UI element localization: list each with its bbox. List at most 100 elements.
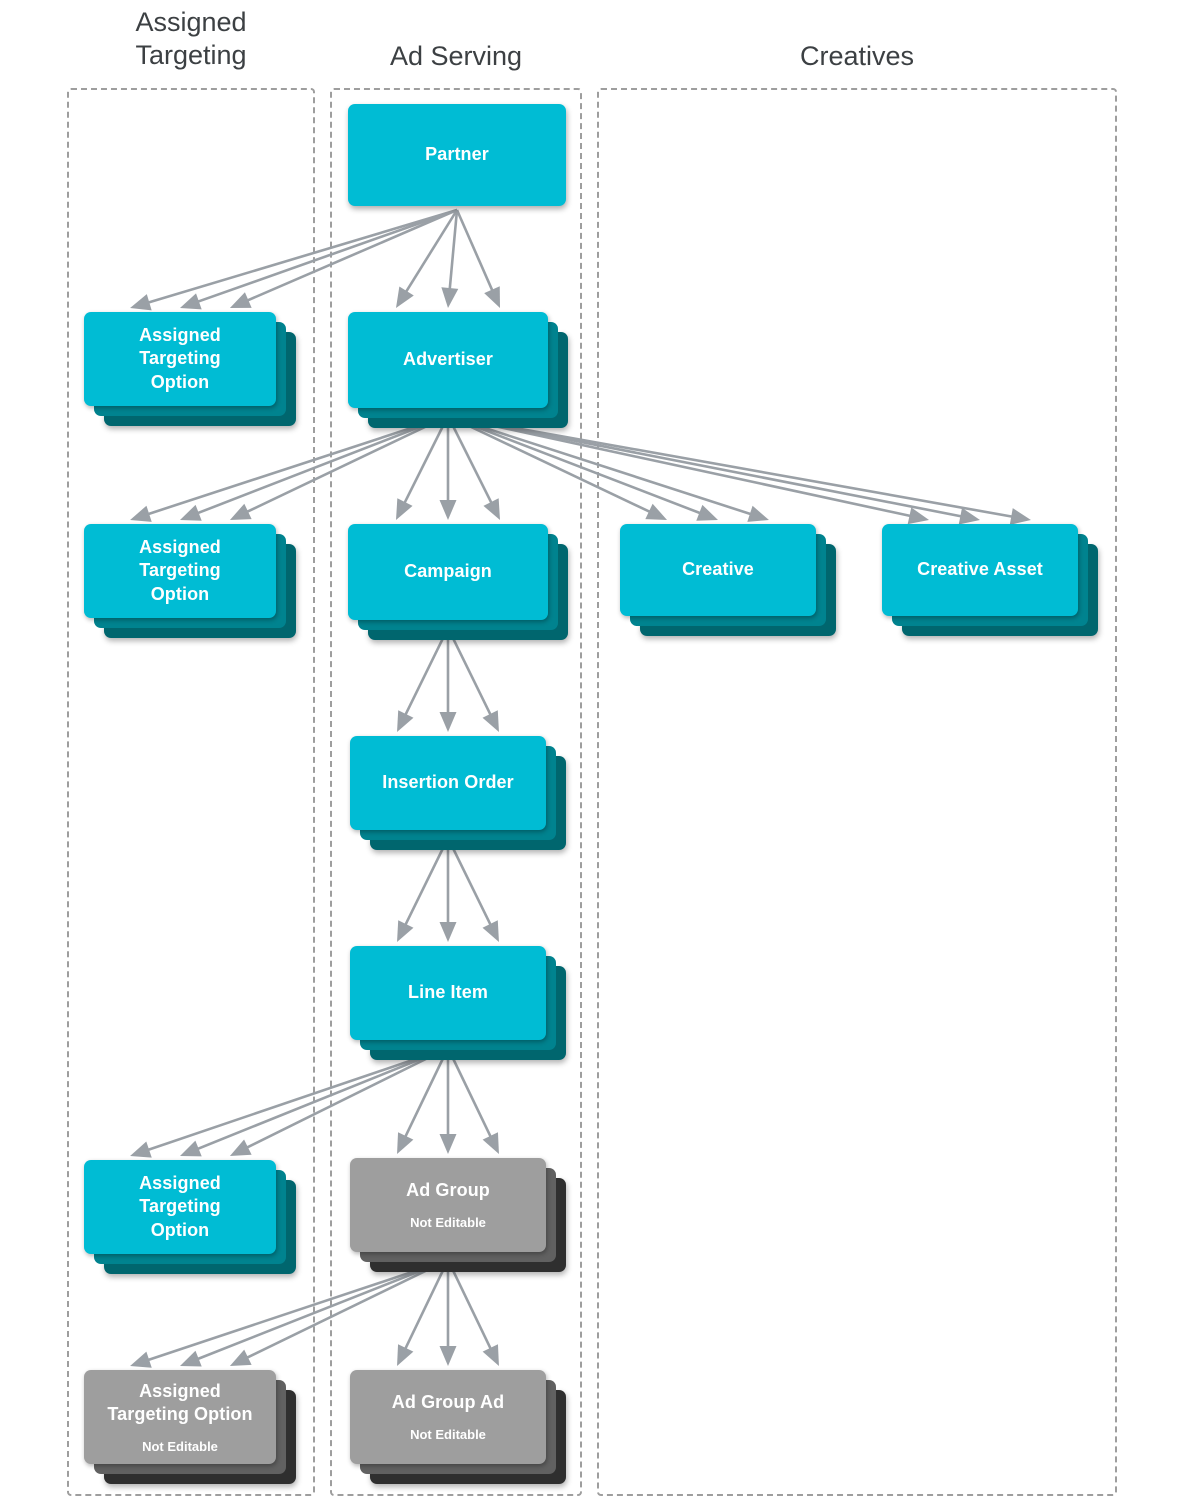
node-line-item[interactable]: Line Item bbox=[350, 946, 568, 1062]
node-label-line: Assigned bbox=[139, 325, 221, 346]
edge-line-item-to-ad-group-3-line bbox=[446, 1047, 493, 1140]
edge-line-item-to-ato-line-item-3-head bbox=[229, 1139, 252, 1156]
edge-ad-group-to-ad-group-ad-3-line bbox=[446, 1259, 493, 1352]
edge-advertiser-to-creative-1-head bbox=[645, 503, 668, 520]
edge-partner-to-ato-partner-3-line bbox=[245, 208, 458, 303]
node-partner[interactable]: Partner bbox=[348, 104, 588, 228]
node-label: Creative bbox=[682, 559, 754, 580]
node-card-front[interactable]: Partner bbox=[348, 104, 566, 206]
edge-insertion-order-to-line-item-2-head bbox=[439, 922, 457, 942]
edge-advertiser-to-creative-3-head bbox=[747, 505, 769, 522]
node-label-line: Targeting bbox=[139, 1196, 221, 1217]
edge-ad-group-to-ad-group-ad-2-head bbox=[439, 1346, 457, 1366]
node-not-editable-badge: Not Editable bbox=[142, 1438, 218, 1454]
edge-campaign-to-insertion-order-3-line bbox=[446, 627, 493, 718]
edge-insertion-order-to-line-item-1-head bbox=[397, 920, 414, 942]
edge-ad-group-to-ad-group-ad-3-head bbox=[482, 1344, 499, 1366]
node-card-front[interactable]: Advertiser bbox=[348, 312, 548, 408]
node-campaign[interactable]: Campaign bbox=[348, 524, 570, 642]
edge-advertiser-to-campaign-1-head bbox=[396, 498, 413, 520]
edge-advertiser-to-ato-advertiser-3-line bbox=[244, 414, 449, 514]
node-card-front[interactable]: Creative Asset bbox=[882, 524, 1078, 616]
column-title-assigned-targeting: Assigned Targeting bbox=[67, 6, 315, 72]
edge-advertiser-to-campaign-3-line bbox=[446, 415, 494, 506]
edge-ad-group-to-ato-ad-group-3-line bbox=[244, 1258, 449, 1360]
edge-insertion-order-to-line-item-3-head bbox=[482, 920, 499, 942]
edge-advertiser-to-creative-1-line bbox=[447, 414, 653, 514]
node-card-front[interactable]: Line Item bbox=[350, 946, 546, 1040]
node-creative-asset[interactable]: Creative Asset bbox=[882, 524, 1100, 638]
node-label-line: Targeting bbox=[139, 348, 221, 369]
edge-partner-to-advertiser-2-head bbox=[441, 287, 459, 308]
node-label: Creative Asset bbox=[917, 559, 1043, 580]
edge-partner-to-ato-partner-2-head bbox=[180, 293, 202, 310]
node-label-line: Option bbox=[150, 583, 210, 604]
edge-partner-to-advertiser-3-head bbox=[484, 286, 500, 308]
edge-line-item-to-ato-line-item-1-line bbox=[145, 1046, 449, 1152]
edge-advertiser-to-campaign-2-head bbox=[439, 500, 457, 520]
node-card-front[interactable]: Campaign bbox=[348, 524, 548, 620]
node-card-front[interactable]: Insertion Order bbox=[350, 736, 546, 830]
edge-campaign-to-insertion-order-1-line bbox=[403, 627, 450, 718]
node-label-line: Option bbox=[150, 371, 210, 392]
edge-advertiser-to-creative-asset-3-line bbox=[447, 414, 1015, 519]
node-label-line: Assigned bbox=[139, 1380, 221, 1401]
node-label: Campaign bbox=[404, 561, 492, 582]
edge-advertiser-to-creative-asset-2-line bbox=[447, 414, 964, 519]
edge-ad-group-to-ato-ad-group-2-head bbox=[180, 1350, 202, 1367]
edge-line-item-to-ad-group-1-head bbox=[397, 1132, 414, 1154]
edge-advertiser-to-creative-asset-3-head bbox=[1009, 508, 1031, 525]
edge-campaign-to-insertion-order-3-head bbox=[482, 710, 499, 732]
column-title-line-1: Assigned bbox=[135, 7, 247, 37]
edge-advertiser-to-campaign-3-head bbox=[483, 498, 500, 520]
edge-ad-group-to-ato-ad-group-1-line bbox=[145, 1258, 449, 1362]
edge-advertiser-to-creative-asset-1-head bbox=[907, 507, 930, 525]
edge-line-item-to-ato-line-item-2-head bbox=[180, 1140, 202, 1157]
node-insertion-order[interactable]: Insertion Order bbox=[350, 736, 568, 852]
column-frame-ad-serving bbox=[330, 88, 582, 1496]
node-label: Advertiser bbox=[402, 349, 494, 370]
node-label-line: Targeting Option bbox=[107, 1403, 253, 1424]
node-label: Ad Group Ad bbox=[391, 1392, 505, 1413]
edge-advertiser-to-ato-advertiser-1-line bbox=[145, 414, 449, 516]
edge-advertiser-to-creative-2-line bbox=[447, 414, 703, 516]
node-advertiser[interactable]: Advertiser bbox=[348, 312, 570, 430]
edge-ad-group-to-ad-group-ad-1-line bbox=[403, 1259, 450, 1352]
edge-partner-to-ato-partner-3-head bbox=[229, 292, 252, 308]
edge-advertiser-to-ato-advertiser-3-head bbox=[229, 503, 252, 520]
node-card-front[interactable]: Creative bbox=[620, 524, 816, 616]
edge-campaign-to-insertion-order-2-head bbox=[439, 712, 457, 732]
edge-ad-group-to-ato-ad-group-1-head bbox=[130, 1351, 152, 1368]
edge-partner-to-advertiser-1-head bbox=[396, 286, 414, 308]
node-label: Insertion Order bbox=[382, 772, 514, 793]
edge-advertiser-to-creative-2-head bbox=[696, 504, 718, 521]
edge-line-item-to-ad-group-1-line bbox=[403, 1047, 450, 1140]
edge-partner-to-ato-partner-1-line bbox=[145, 208, 458, 305]
edge-ad-group-to-ad-group-ad-1-head bbox=[397, 1344, 414, 1366]
edge-line-item-to-ato-line-item-3-line bbox=[244, 1046, 449, 1150]
column-title-creatives: Creatives bbox=[799, 41, 915, 71]
column-frame-assigned-targeting bbox=[67, 88, 315, 1496]
node-label: Ad Group bbox=[406, 1180, 490, 1201]
node-label: Line Item bbox=[408, 982, 488, 1003]
edge-insertion-order-to-line-item-1-line bbox=[403, 837, 450, 928]
column-frame-creatives bbox=[597, 88, 1117, 1496]
edge-insertion-order-to-line-item-3-line bbox=[446, 837, 493, 928]
node-creative[interactable]: Creative bbox=[620, 524, 838, 638]
edge-advertiser-to-campaign-1-line bbox=[402, 415, 450, 506]
